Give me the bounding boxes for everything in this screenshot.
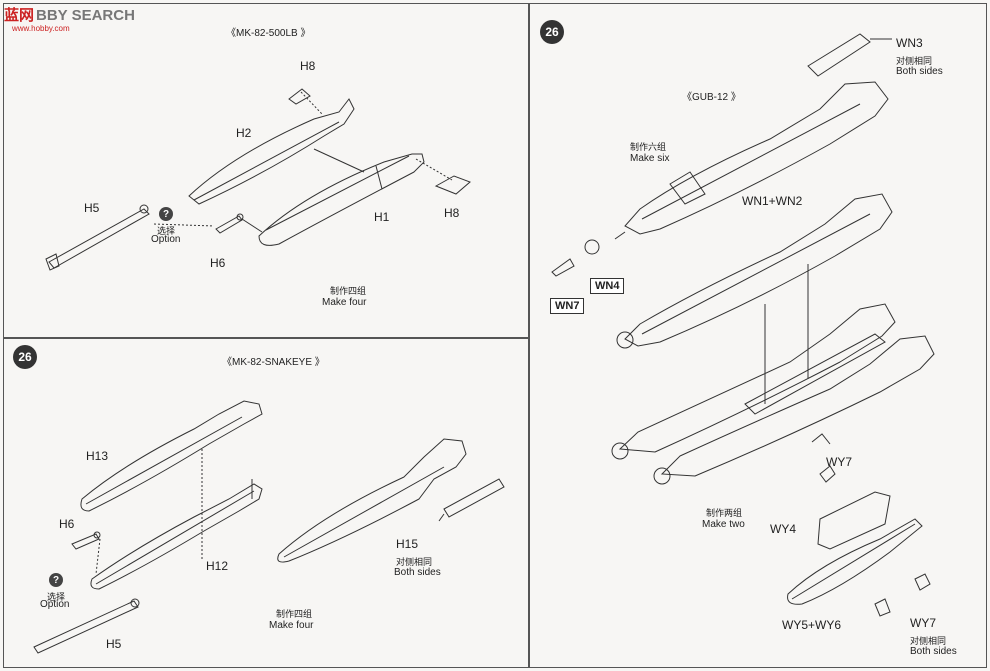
h2-half-body [188, 98, 355, 205]
mk82-500lb-drawing [45, 88, 471, 271]
h5-fuze [48, 208, 150, 269]
make-two-en: Make two [702, 519, 745, 530]
part-h8-right: H8 [444, 206, 460, 220]
part-wy7-bottom: WY7 [910, 616, 937, 630]
mk82-snakeye-drawing [33, 400, 505, 654]
part-wn3: WN3 [896, 36, 923, 50]
both-sides-en-top: Both sides [896, 66, 943, 77]
gub12-body-top [624, 81, 889, 235]
part-h8-top: H8 [300, 59, 316, 73]
make-four-cn: 制作四组 [276, 609, 313, 619]
make-six-en: Make six [630, 153, 670, 164]
part-h6: H6 [59, 517, 75, 531]
make-four-cn: 制作四组 [330, 286, 367, 296]
part-h6: H6 [210, 256, 226, 270]
gub12-drawing [551, 33, 935, 617]
h6-fuze [71, 533, 100, 550]
wy7-part-right [914, 573, 931, 591]
option-label-en: Option [40, 599, 70, 610]
part-h5: H5 [84, 201, 100, 215]
step-badge: 26 [540, 20, 564, 44]
wy56-pylon [787, 518, 923, 605]
panel1-title: 《MK-82-500LB 》 [226, 28, 311, 39]
h5-fuze [33, 600, 139, 654]
gub12-body-mid [624, 193, 893, 347]
make-four-en: Make four [269, 620, 314, 631]
h13-half-body [80, 400, 263, 512]
make-four-en: Make four [322, 297, 367, 308]
part-wy4: WY4 [770, 522, 797, 536]
option-question-icon: ? [49, 573, 63, 587]
both-sides-cn-top: 对侧相同 [896, 56, 933, 66]
h6-fuze [215, 215, 243, 234]
option-label-cn: 选择 [47, 592, 66, 602]
bru-rack [744, 333, 886, 415]
both-sides-en-bottom: Both sides [910, 646, 957, 657]
wn7-part [551, 258, 575, 277]
part-h12: H12 [206, 559, 229, 573]
wy7-part-top [819, 465, 836, 483]
h1-body [258, 153, 425, 246]
part-h13: H13 [86, 449, 109, 463]
part-h2: H2 [236, 126, 252, 140]
part-wy5-wy6: WY5+WY6 [782, 618, 842, 632]
wn4-part [584, 239, 600, 255]
panel-mk82-500lb: 《MK-82-500LB 》 H8 H2 H1 H8 H5 H6 ? 选择 Op… [3, 3, 529, 338]
part-wn1-wn2: WN1+WN2 [742, 194, 803, 208]
part-h5: H5 [106, 637, 122, 651]
step-badge: 26 [13, 345, 37, 369]
panel3-title: 《GUB-12 》 [682, 92, 741, 103]
part-wn7: WN7 [550, 298, 585, 314]
wn3-fin [807, 33, 871, 77]
h12-half-body [90, 483, 263, 590]
make-six-cn: 制作六组 [630, 142, 667, 152]
wy4-pylon [817, 491, 891, 550]
panel-gub12: 26 《GUB-12 》 WN3 对侧相同 Both sides 制作六组 Ma… [529, 3, 987, 668]
h8-fin-top [288, 88, 311, 105]
both-sides-cn: 对侧相同 [396, 557, 433, 567]
option-question-icon: ? [159, 207, 173, 221]
part-h15: H15 [396, 537, 419, 551]
panel2-title: 《MK-82-SNAKEYE 》 [222, 357, 325, 368]
option-label-cn: 选择 [157, 226, 176, 236]
option-label-en: Option [151, 234, 181, 245]
part-wy7-top: WY7 [826, 455, 853, 469]
panel-mk82-snakeye: 26 《MK-82-SNAKEYE 》 H13 H6 H12 H5 H15 对侧… [3, 338, 529, 668]
both-sides-en: Both sides [394, 567, 441, 578]
snakeye-assembled [277, 438, 467, 563]
part-h1: H1 [374, 210, 390, 224]
gub12-body-lower-a [618, 303, 896, 453]
both-sides-cn-bottom: 对侧相同 [910, 636, 947, 646]
gub12-body-lower-b [660, 335, 935, 477]
h8-fin-right [434, 175, 471, 195]
h15-fins [443, 478, 505, 518]
part-wn4: WN4 [590, 278, 625, 294]
make-two-cn: 制作两组 [706, 508, 743, 518]
